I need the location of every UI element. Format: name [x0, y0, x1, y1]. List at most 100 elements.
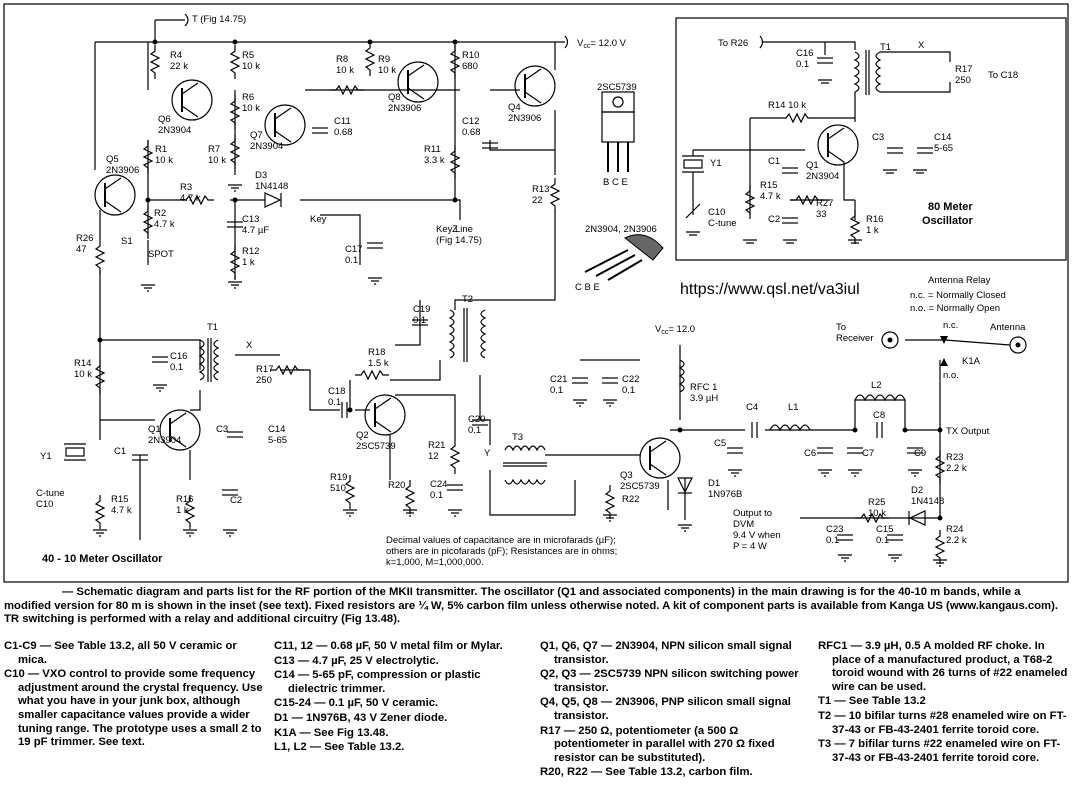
label-it1: T1 — [880, 42, 891, 53]
caption-text: — Schematic diagram and parts list for t… — [4, 586, 1058, 625]
key-label: Key — [310, 214, 327, 225]
x-marker-main: X — [246, 340, 253, 351]
top-supply-rail — [95, 13, 569, 49]
transistor-q8 — [397, 61, 439, 103]
label-c9: C9 — [914, 448, 926, 459]
diodes — [264, 192, 926, 526]
tx-output-label: TX Output — [946, 426, 990, 437]
diagram-frame — [3, 3, 1069, 583]
package-to92 — [584, 234, 664, 281]
vcc-top-label: Vcc= 12.0 V — [577, 38, 627, 50]
s1-label: S1 — [121, 236, 133, 247]
transistor-q2 — [364, 394, 406, 436]
pkg-2n-pins: C B E — [575, 282, 600, 293]
label-c1: C1 — [114, 446, 126, 457]
no-label: n.o. — [943, 370, 959, 381]
inset-circuit — [682, 35, 951, 244]
label-c6: C6 — [804, 448, 816, 459]
left-chain — [94, 42, 556, 440]
parts-entry: D1 — 1N976B, 43 V Zener diode. — [274, 711, 448, 724]
transistor-q3 — [639, 437, 681, 479]
transistor-q7 — [264, 104, 306, 146]
transistor-q4 — [514, 65, 556, 107]
parts-entry: T1 — See Table 13.2 — [818, 695, 926, 708]
transistor-q6 — [171, 79, 213, 121]
label-c8: C8 — [873, 410, 885, 421]
fig-ref-top: T (Fig 14.75) — [192, 14, 246, 25]
package-2sc5739 — [601, 91, 635, 172]
inductor-l2 — [854, 394, 906, 402]
parts-entry: T3 — 7 bifilar turns #22 enameled wire o… — [818, 738, 1061, 764]
label-r20: R20 — [388, 480, 405, 491]
crystal-y1 — [64, 443, 86, 461]
y-marker: Y — [484, 448, 491, 459]
parts-entry: C13 — 4.7 µF, 25 V electrolytic. — [274, 654, 439, 667]
website-url: https://www.qsl.net/va3iul — [680, 281, 860, 298]
inductor-rfc1 — [678, 359, 685, 393]
transformer-t1 — [198, 338, 220, 382]
nc-legend: n.c. = Normally Closed — [910, 290, 1006, 301]
x-marker-inset: X — [918, 40, 925, 51]
transistor-q1 — [159, 409, 201, 451]
ground-symbols — [93, 184, 947, 567]
title-40-10: 40 - 10 Meter Oscillator — [42, 553, 163, 565]
parts-entry: R20, R22 — See Table 13.2, carbon film. — [540, 766, 753, 779]
no-legend: n.o. = Normally Open — [910, 303, 1000, 314]
junction-dots — [97, 39, 943, 521]
label-c7: C7 — [862, 448, 874, 459]
inset-frame — [675, 17, 1067, 261]
label-t2: T2 — [462, 294, 473, 305]
to-c18-label: To C18 — [988, 70, 1018, 81]
parts-entry: K1A — See Fig 13.48. — [274, 726, 389, 739]
antenna-connectors — [881, 331, 1027, 366]
label-c2: C2 — [230, 495, 242, 506]
lower-wiring — [100, 300, 945, 540]
k1a-label: K1A — [962, 356, 981, 367]
parts-entry: Q4, Q5, Q8 — 2N3906, PNP silicon small s… — [540, 696, 791, 722]
label-ic3: C3 — [872, 132, 884, 143]
capacitors — [132, 127, 923, 541]
parts-entry: Q1, Q6, Q7 — 2N3904, NPN silicon small s… — [540, 640, 792, 666]
label-y1: Y1 — [40, 451, 52, 462]
label-ir14: R14 10 k — [768, 100, 806, 111]
key-line-label: Key Line(Fig 14.75) — [436, 224, 482, 246]
parts-column-4: RFC1 — 3.9 µH, 0.5 A molded RF choke. In… — [818, 640, 1068, 766]
transistor-q5 — [94, 174, 136, 216]
z-marker: Z — [452, 224, 458, 235]
